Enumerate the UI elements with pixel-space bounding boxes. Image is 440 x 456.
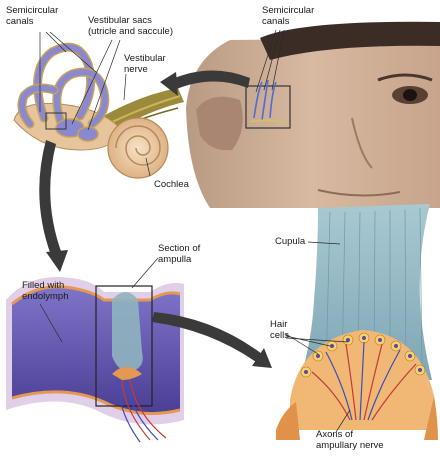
label-vestibular-nerve: Vestibular nerve (124, 54, 166, 75)
label-cupula: Cupula (275, 237, 305, 248)
label-semicircular-canals-right: Semicircular canals (262, 6, 314, 27)
face-illustration (186, 22, 440, 208)
label-vestibular-sacs: Vestibular sacs (utricle and saccule) (88, 16, 173, 37)
label-section-of-ampulla: Section of ampulla (158, 244, 200, 265)
label-filled-with-endolymph: Filled with endolymph (22, 281, 68, 302)
label-semicircular-canals-left: Semicircular canals (6, 6, 58, 27)
label-axons-of-ampullary-nerve: Axons of ampullary nerve (316, 430, 384, 451)
label-cochlea: Cochlea (154, 180, 189, 191)
label-hair-cells: Hair cells (270, 320, 289, 341)
